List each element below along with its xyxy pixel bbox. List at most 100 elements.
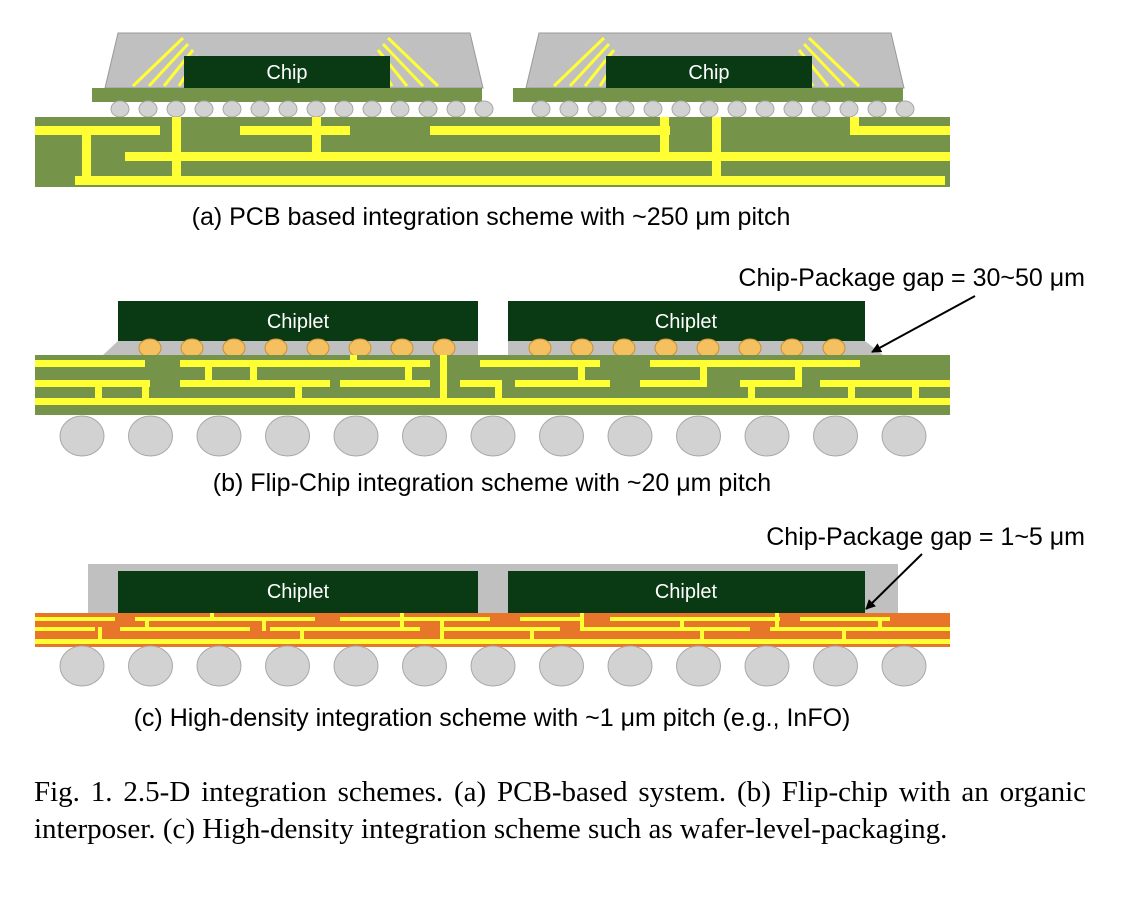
solder-ball [531, 100, 551, 118]
figure-caption: Fig. 1. 2.5-D integration schemes. (a) P… [34, 776, 1086, 845]
solder-ball [306, 100, 326, 118]
interposer-traces [35, 355, 950, 405]
micro-bump [654, 338, 678, 358]
bga-ball [470, 415, 516, 457]
bga-ball [881, 415, 927, 457]
solder-ball [166, 100, 186, 118]
bga-ball [196, 415, 242, 457]
bga-ball [402, 415, 447, 457]
rdl-traces [35, 613, 950, 644]
chip-label: Chip [688, 62, 729, 84]
solder-ball [334, 100, 354, 118]
bga-ball-row [59, 415, 927, 457]
micro-bump [180, 338, 204, 358]
micro-bump [780, 338, 804, 358]
solder-ball [362, 100, 382, 118]
gap-annotation-c: Chip-Package gap = 1~5 μm [766, 523, 1085, 551]
micro-bump-row [138, 338, 846, 358]
micro-bump [348, 338, 372, 358]
chip-label: Chip [266, 62, 307, 84]
bga-ball [539, 415, 584, 457]
package-substrate [513, 88, 903, 102]
chiplet-die [118, 571, 478, 613]
pcb-traces [35, 117, 950, 185]
bga-ball [333, 645, 379, 687]
bga-ball [128, 415, 173, 457]
bga-ball [470, 645, 516, 687]
solder-ball [755, 100, 775, 118]
solder-ball [615, 100, 635, 118]
solder-ball [559, 100, 579, 118]
micro-bump [696, 338, 720, 358]
bga-ball [676, 415, 721, 457]
micro-bump [612, 338, 636, 358]
solder-ball [839, 100, 859, 118]
solder-ball [699, 100, 719, 118]
micro-bump [390, 338, 414, 358]
bga-ball [59, 415, 105, 457]
micro-bump [738, 338, 762, 358]
bga-ball [744, 645, 790, 687]
bga-ball [333, 415, 379, 457]
gap-arrow-b [871, 295, 976, 353]
package-a-right [513, 32, 905, 102]
bga-ball [265, 645, 310, 687]
wire-bonds [131, 36, 440, 88]
bga-ball [59, 645, 105, 687]
chiplet-die [508, 571, 865, 613]
bga-ball-row [59, 645, 927, 687]
panel-c: Chip-Package gap = 1~5 μm Chiplet Chiple… [35, 523, 1085, 732]
solder-ball [474, 100, 494, 118]
bga-ball [676, 645, 721, 687]
solder-ball [446, 100, 466, 118]
solder-ball [811, 100, 831, 118]
solder-ball-row [110, 100, 915, 118]
panel-c-caption: (c) High-density integration scheme with… [134, 704, 851, 732]
chip-die [606, 56, 812, 88]
bga-ball [196, 645, 242, 687]
solder-ball [587, 100, 607, 118]
solder-ball [138, 100, 158, 118]
bga-ball [607, 645, 653, 687]
micro-bump [432, 338, 456, 358]
solder-ball [194, 100, 214, 118]
bga-ball [607, 415, 653, 457]
micro-bump [528, 338, 552, 358]
panel-b: Chip-Package gap = 30~50 μm Chiplet Chip… [35, 264, 1085, 497]
solder-ball [895, 100, 915, 118]
solder-ball [390, 100, 410, 118]
bga-ball [128, 645, 173, 687]
solder-ball [727, 100, 747, 118]
chiplet-die [508, 301, 865, 341]
solder-ball [643, 100, 663, 118]
micro-bump [822, 338, 846, 358]
micro-bump [264, 338, 288, 358]
panel-b-caption: (b) Flip-Chip integration scheme with ~2… [213, 469, 771, 497]
bga-ball [402, 645, 447, 687]
bga-ball [881, 645, 927, 687]
solder-ball [418, 100, 438, 118]
solder-ball [250, 100, 270, 118]
chiplet-label: Chiplet [267, 581, 330, 603]
solder-ball [671, 100, 691, 118]
panel-a: Chip Chip [35, 32, 950, 231]
chiplet-label: Chiplet [655, 581, 718, 603]
panel-a-caption: (a) PCB based integration scheme with ~2… [192, 203, 791, 231]
solder-ball [110, 100, 130, 118]
micro-bump [138, 338, 162, 358]
micro-bump [570, 338, 594, 358]
micro-bump [222, 338, 246, 358]
chiplet-label: Chiplet [267, 311, 330, 333]
solder-ball [867, 100, 887, 118]
gap-annotation-b: Chip-Package gap = 30~50 μm [738, 264, 1085, 292]
solder-ball [278, 100, 298, 118]
chiplet-die [118, 301, 478, 341]
package-substrate [92, 88, 482, 102]
bga-ball [813, 645, 858, 687]
gap-arrow-c [865, 553, 923, 610]
solder-ball [222, 100, 242, 118]
micro-bump [306, 338, 330, 358]
package-a-left [92, 32, 484, 102]
chiplet-label: Chiplet [655, 311, 718, 333]
